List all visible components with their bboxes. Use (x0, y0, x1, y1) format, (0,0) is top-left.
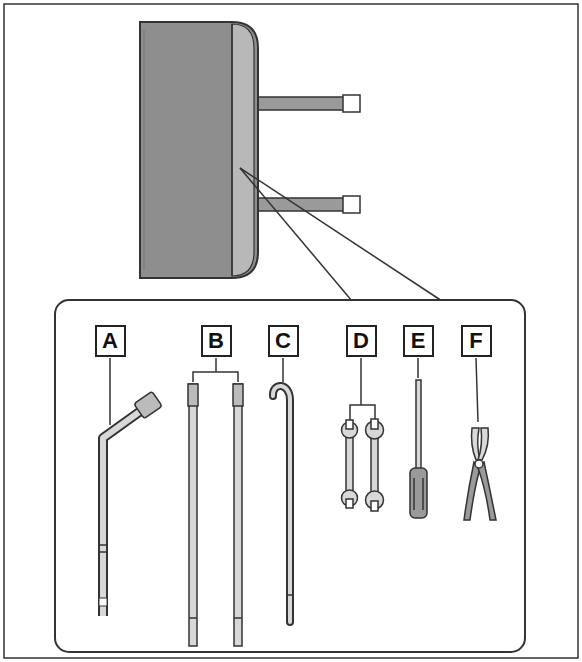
callout-letter: B (208, 330, 224, 352)
callout-letter-box: C (268, 325, 299, 357)
callout-letter-box: F (461, 325, 492, 357)
callout-letter-box: D (346, 325, 377, 357)
bag-straps (255, 95, 360, 213)
callout-letter-box: E (403, 325, 434, 357)
screwdriver (410, 380, 427, 518)
tool-bag (140, 22, 258, 278)
callout-letter: E (411, 330, 426, 352)
callout-lines (240, 168, 442, 301)
callout-letter-box: B (201, 325, 232, 357)
detail-frame (55, 300, 525, 652)
callout-letter: C (275, 330, 291, 352)
outer-frame (4, 4, 578, 658)
callout-letter: F (469, 330, 482, 352)
hook-rod (273, 386, 294, 622)
callout-letter: D (353, 330, 369, 352)
open-end-wrenches (342, 419, 384, 511)
lug-wrench (98, 391, 162, 616)
jack-handle-bars (188, 384, 243, 646)
callout-letter: A (102, 330, 118, 352)
callout-letter-box: A (95, 325, 126, 357)
cutting-pliers (464, 428, 496, 520)
